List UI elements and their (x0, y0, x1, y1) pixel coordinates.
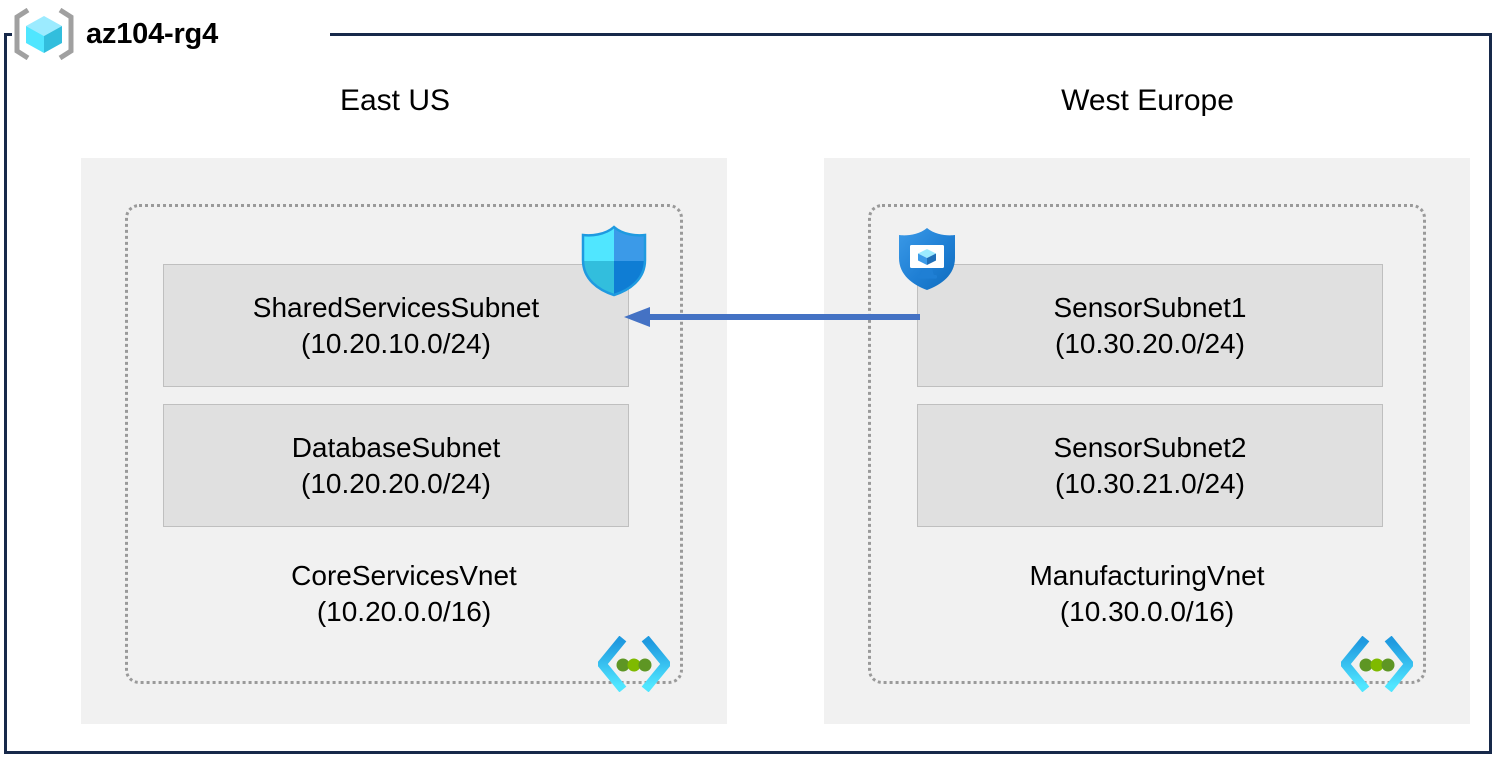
vnet-manufacturing[interactable]: SensorSubnet1 (10.30.20.0/24) SensorSubn… (868, 204, 1426, 693)
vnet-caption-manufacturing: ManufacturingVnet (10.30.0.0/16) (871, 558, 1423, 630)
region-column-west-europe: West Europe (1005, 86, 1290, 116)
subnet-cidr: (10.20.20.0/24) (301, 467, 491, 499)
resource-group-label: az104-rg4 (12, 4, 218, 64)
subnet-sensor-1[interactable]: SensorSubnet1 (10.30.20.0/24) (917, 264, 1383, 387)
subnet-cidr: (10.30.21.0/24) (1055, 467, 1245, 499)
vnet-cidr: (10.20.0.0/16) (316, 595, 492, 627)
vnet-cidr: (10.30.0.0/16) (1059, 595, 1235, 627)
vnet-core-services[interactable]: SharedServicesSubnet (10.20.10.0/24) Dat… (125, 204, 683, 693)
vnet-name: CoreServicesVnet (291, 560, 517, 591)
subnet-name: DatabaseSubnet (291, 432, 501, 464)
subnet-sensor-2[interactable]: SensorSubnet2 (10.30.21.0/24) (917, 404, 1383, 527)
vnet-peering-arrow[interactable] (620, 304, 920, 335)
network-security-group-shield-icon (578, 224, 650, 303)
subnet-name: SensorSubnet2 (1053, 432, 1247, 464)
virtual-network-icon (596, 635, 672, 697)
virtual-network-icon (1339, 635, 1415, 697)
subnet-shared-services[interactable]: SharedServicesSubnet (10.20.10.0/24) (163, 264, 629, 387)
subnet-database[interactable]: DatabaseSubnet (10.20.20.0/24) (163, 404, 629, 527)
resource-group-frame (4, 33, 1492, 754)
subnet-cidr: (10.20.10.0/24) (301, 327, 491, 359)
subnet-name: SensorSubnet1 (1053, 292, 1247, 324)
region-label-west-europe: West Europe (1061, 84, 1234, 117)
vnet-name: ManufacturingVnet (1029, 560, 1265, 591)
vnet-caption-core-services: CoreServicesVnet (10.20.0.0/16) (128, 558, 680, 630)
resource-group-label-notch (12, 24, 330, 46)
region-label-east-us: East US (339, 84, 451, 117)
resource-group-cube-icon (12, 7, 76, 61)
application-security-group-shield-monitor-icon (895, 226, 959, 297)
resource-group-name: az104-rg4 (86, 17, 218, 50)
region-column-east-us: East US (255, 86, 535, 116)
subnet-name: SharedServicesSubnet (252, 292, 540, 324)
subnet-cidr: (10.30.20.0/24) (1055, 327, 1245, 359)
